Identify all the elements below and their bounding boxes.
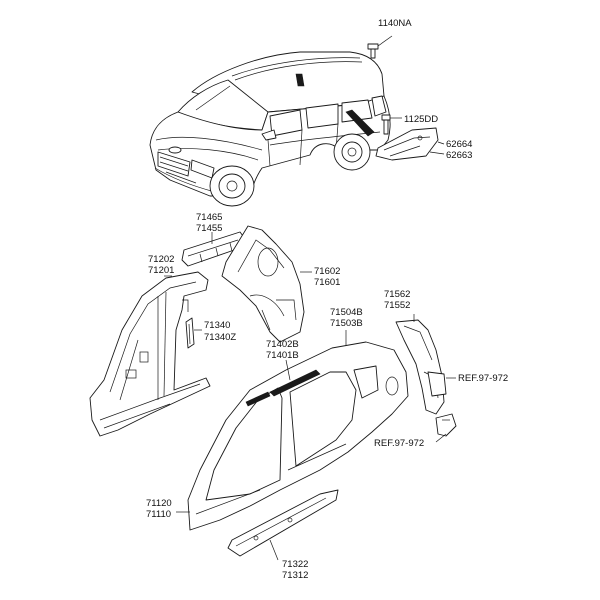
label-71312: 71312: [282, 570, 308, 581]
label-71202: 71202: [148, 254, 174, 265]
label-62664: 62664: [446, 139, 472, 150]
label-71504b: 71504B: [330, 307, 363, 318]
part-71402b-71401b: [245, 359, 321, 407]
label-71340: 71340: [204, 320, 230, 331]
label-71455: 71455: [196, 223, 222, 234]
part-71562-71552: [395, 314, 447, 415]
bracket-62664-62663: [375, 127, 445, 161]
label-ref-97-972-upper: REF.97-972: [458, 373, 508, 384]
bracket-ref-piece: [435, 413, 457, 437]
screw-1125dd: [381, 114, 402, 135]
part-71120-71110: [176, 341, 409, 531]
label-71552: 71552: [384, 300, 410, 311]
label-71402b: 71402B: [266, 339, 299, 350]
label-71602: 71602: [314, 266, 340, 277]
part-71322-71312: [227, 489, 339, 561]
bolt-1140na: [367, 35, 393, 59]
part-71340-71340z: [185, 317, 202, 349]
label-1140na: 1140NA: [378, 18, 412, 29]
label-ref-97-972-lower: REF.97-972: [374, 438, 424, 449]
label-71120: 71120: [146, 498, 172, 509]
label-71601: 71601: [314, 277, 340, 288]
vehicle-illustration: [149, 51, 391, 207]
part-71202-71201: [89, 271, 211, 437]
label-71322: 71322: [282, 559, 308, 570]
label-71401b: 71401B: [266, 350, 299, 361]
label-71201: 71201: [148, 265, 174, 276]
label-71465: 71465: [196, 212, 222, 223]
label-71562: 71562: [384, 289, 410, 300]
label-1125dd: 1125DD: [404, 114, 438, 125]
label-62663: 62663: [446, 150, 472, 161]
label-71110: 71110: [146, 509, 171, 520]
label-71503b: 71503B: [330, 318, 363, 329]
label-71340z: 71340Z: [204, 332, 236, 343]
part-71602-71601: [221, 225, 312, 343]
